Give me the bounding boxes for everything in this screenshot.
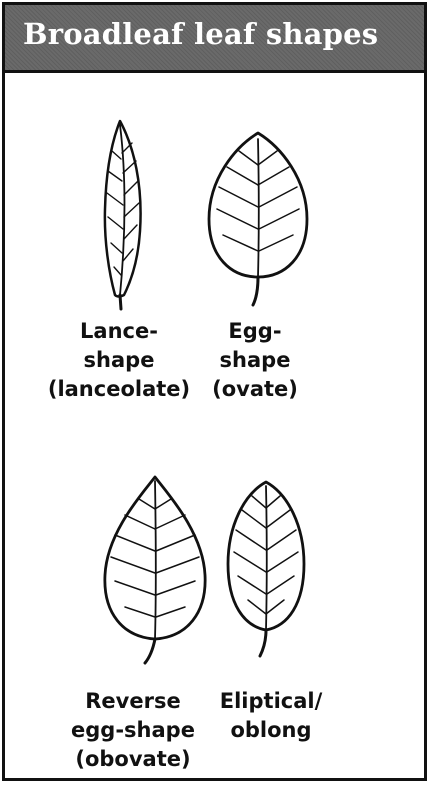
lanceolate-label-line-2: shape bbox=[39, 346, 199, 375]
leaf-shapes-panel: Broadleaf leaf shapes bbox=[2, 2, 427, 781]
panel-header: Broadleaf leaf shapes bbox=[5, 5, 424, 73]
ovate-leaf-illustration bbox=[203, 127, 313, 309]
panel-title: Broadleaf leaf shapes bbox=[23, 17, 378, 51]
elliptical-label-line-1: Eliptical/ bbox=[201, 687, 341, 716]
obovate-leaf-midrib bbox=[155, 481, 156, 639]
ovate-label-line-2: shape bbox=[195, 346, 315, 375]
ovate-label: Egg- shape (ovate) bbox=[195, 317, 315, 404]
lanceolate-label: Lance- shape (lanceolate) bbox=[39, 317, 199, 404]
obovate-leaf-stem bbox=[145, 639, 155, 663]
ovate-label-line-1: Egg- bbox=[195, 317, 315, 346]
lanceolate-label-line-3: (lanceolate) bbox=[39, 375, 199, 404]
obovate-label-line-1: Reverse bbox=[63, 687, 203, 716]
lanceolate-leaf-illustration bbox=[90, 113, 150, 313]
ovate-label-line-3: (ovate) bbox=[195, 375, 315, 404]
lanceolate-leaf-stem bbox=[120, 295, 121, 309]
obovate-label-line-3: (obovate) bbox=[63, 745, 203, 774]
lanceolate-label-line-1: Lance- bbox=[39, 317, 199, 346]
obovate-leaf-illustration bbox=[95, 471, 215, 667]
obovate-label-line-2: egg-shape bbox=[63, 716, 203, 745]
elliptical-leaf-stem bbox=[260, 630, 266, 656]
elliptical-leaf-illustration bbox=[224, 476, 308, 662]
ovate-leaf-stem bbox=[253, 277, 258, 305]
elliptical-label: Eliptical/ oblong bbox=[201, 687, 341, 745]
ovate-leaf-midrib bbox=[258, 139, 259, 277]
elliptical-label-line-2: oblong bbox=[201, 716, 341, 745]
obovate-label: Reverse egg-shape (obovate) bbox=[63, 687, 203, 774]
